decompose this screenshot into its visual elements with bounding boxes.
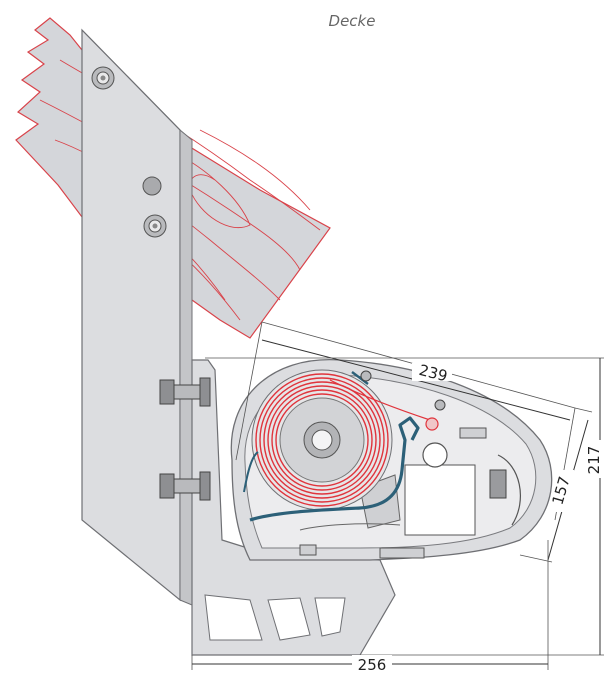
wall-mount-plate (81, 28, 193, 606)
top-fitting (360, 370, 446, 411)
plate-nut (143, 214, 167, 238)
dimension-label-217: 217 (585, 446, 603, 475)
dimension-157 (519, 407, 593, 563)
bracket-bolt-upper (159, 377, 211, 407)
dimension-217 (205, 357, 607, 656)
plate-bolt-middle (142, 176, 162, 196)
dimension-239 (235, 321, 576, 521)
bracket-bolt-lower (159, 471, 211, 501)
ceiling-label: Decke (329, 12, 376, 30)
fabric-roll (251, 369, 439, 511)
dimension-256 (191, 540, 549, 673)
fabric-coil (255, 373, 389, 507)
mounting-bracket (191, 359, 396, 656)
plate-bolt-top (91, 66, 115, 90)
dimension-label-256: 256 (358, 656, 387, 674)
arm-cable (243, 371, 420, 522)
